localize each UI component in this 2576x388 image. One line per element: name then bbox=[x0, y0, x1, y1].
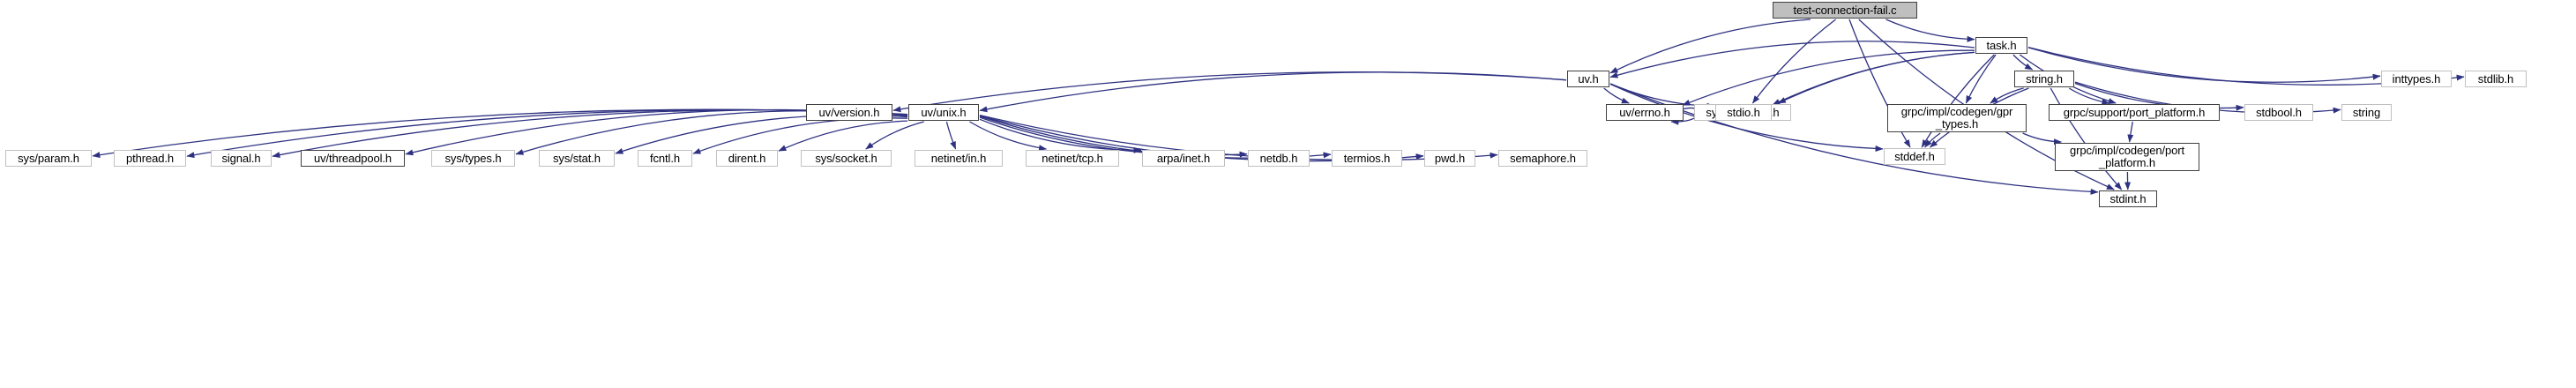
graph-node-arpainet[interactable]: arpa/inet.h bbox=[1142, 150, 1225, 167]
graph-node-root[interactable]: test-connection-fail.c bbox=[1773, 2, 1917, 19]
graph-edge-uvh-to-stdio bbox=[1609, 83, 1715, 109]
graph-edge-gprtypes-to-stddef bbox=[1924, 132, 1941, 148]
graph-node-uvversion[interactable]: uv/version.h bbox=[806, 104, 892, 121]
graph-edge-uvh-to-uverrno bbox=[1603, 87, 1630, 104]
graph-edge-task-to-sysresource bbox=[1777, 51, 1975, 104]
graph-node-stringcpp[interactable]: string bbox=[2341, 104, 2392, 121]
graph-node-fcntl[interactable]: fcntl.h bbox=[638, 150, 692, 167]
graph-node-netdb[interactable]: netdb.h bbox=[1248, 150, 1310, 167]
graph-edge-task-to-systime bbox=[1682, 49, 1975, 106]
graph-node-dirent[interactable]: dirent.h bbox=[716, 150, 778, 167]
graph-node-sysparam[interactable]: sys/param.h bbox=[5, 150, 92, 167]
graph-node-inttypes[interactable]: inttypes.h bbox=[2381, 71, 2452, 87]
graph-node-stdlib[interactable]: stdlib.h bbox=[2465, 71, 2527, 87]
graph-edge-task-to-stddef bbox=[1921, 54, 1995, 148]
graph-edge-uvunix-to-sysparam bbox=[92, 108, 908, 159]
graph-node-signal[interactable]: signal.h bbox=[211, 150, 272, 167]
graph-edge-stringh-to-gprtypes bbox=[1990, 87, 2024, 104]
graph-node-pwd[interactable]: pwd.h bbox=[1424, 150, 1475, 167]
graph-edge-uvunix-to-netinettcp bbox=[969, 121, 1048, 152]
graph-node-netinettcp[interactable]: netinet/tcp.h bbox=[1026, 150, 1119, 167]
graph-node-semaphore[interactable]: semaphore.h bbox=[1498, 150, 1587, 167]
graph-node-stdint[interactable]: stdint.h bbox=[2099, 190, 2157, 207]
graph-node-uvh[interactable]: uv.h bbox=[1567, 71, 1609, 87]
graph-node-uvunix[interactable]: uv/unix.h bbox=[908, 104, 979, 121]
graph-node-stdio[interactable]: stdio.h bbox=[1715, 104, 1772, 121]
graph-edge-uvunix-to-dirent bbox=[778, 120, 908, 152]
graph-node-gprtypes[interactable]: grpc/impl/codegen/gpr _types.h bbox=[1887, 104, 2027, 132]
graph-node-syssocket[interactable]: sys/socket.h bbox=[801, 150, 892, 167]
graph-edge-task-to-stdio bbox=[1772, 51, 1975, 106]
graph-node-stddef[interactable]: stddef.h bbox=[1884, 148, 1945, 165]
graph-edge-task-to-inttypes bbox=[2027, 47, 2381, 83]
graph-node-netinetin[interactable]: netinet/in.h bbox=[915, 150, 1003, 167]
graph-edge-task-to-gprtypes bbox=[1965, 54, 1997, 104]
graph-edge-root-to-stdio bbox=[1751, 19, 1836, 104]
graph-node-stdbool[interactable]: stdbool.h bbox=[2244, 104, 2313, 121]
graph-edge-stringh-to-stdint bbox=[2050, 87, 2123, 190]
graph-node-uverrno[interactable]: uv/errno.h bbox=[1606, 104, 1684, 121]
graph-edge-uvunix-to-semaphore bbox=[979, 114, 1498, 161]
graph-edge-uvunix-to-netinetin bbox=[945, 121, 957, 150]
graph-edge-portplatform-to-codegenport bbox=[2127, 121, 2134, 143]
graph-node-codegenport[interactable]: grpc/impl/codegen/port _platform.h bbox=[2055, 143, 2199, 171]
graph-edge-root-to-task bbox=[1885, 19, 1975, 42]
graph-edge-root-to-uvh bbox=[1609, 19, 1811, 74]
graph-edge-root-to-stddef bbox=[1848, 19, 1911, 148]
graph-node-uvthreadpool[interactable]: uv/threadpool.h bbox=[301, 150, 405, 167]
graph-edge-gprtypes-to-codegenport bbox=[2022, 132, 2062, 146]
graph-edge-uvunix-to-syssocket bbox=[865, 121, 924, 150]
graph-node-pthread[interactable]: pthread.h bbox=[114, 150, 186, 167]
graph-node-termios[interactable]: termios.h bbox=[1332, 150, 1402, 167]
graph-node-stringh[interactable]: string.h bbox=[2014, 71, 2074, 87]
graph-edge-task-to-uvh bbox=[1609, 41, 1975, 78]
graph-node-task[interactable]: task.h bbox=[1975, 37, 2027, 54]
graph-edge-task-to-stringh bbox=[2012, 54, 2034, 71]
graph-edge-uvh-to-stdint bbox=[1609, 83, 2099, 195]
graph-edge-uvh-to-uvunix bbox=[979, 71, 1567, 113]
graph-edge-stringh-to-portplatform bbox=[2068, 87, 2110, 106]
graph-node-systypes[interactable]: sys/types.h bbox=[431, 150, 515, 167]
graph-edge-stringh-to-stdbool bbox=[2074, 82, 2244, 111]
graph-node-portplatform[interactable]: grpc/support/port_platform.h bbox=[2049, 104, 2220, 121]
graph-node-sysstat[interactable]: sys/stat.h bbox=[539, 150, 615, 167]
